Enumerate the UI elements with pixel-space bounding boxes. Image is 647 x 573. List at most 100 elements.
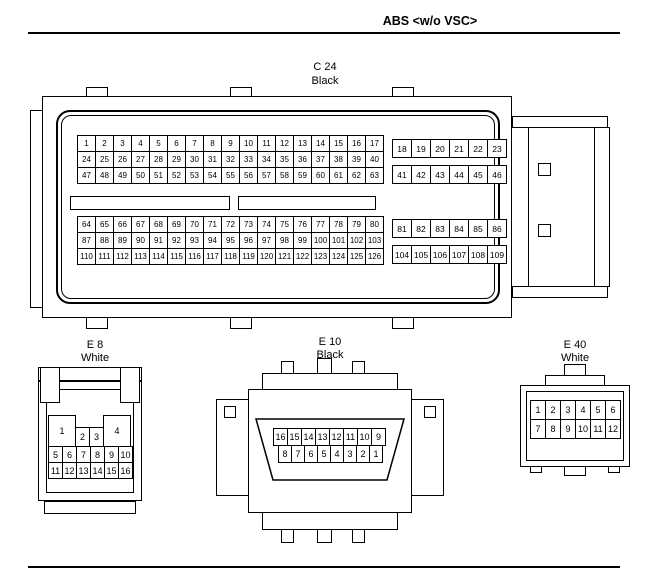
pin-122: 122 — [293, 248, 312, 265]
pin-54: 54 — [203, 167, 222, 184]
e8-right-wing — [120, 367, 140, 403]
pin-3: 3 — [343, 445, 357, 463]
pin-92: 92 — [167, 232, 186, 249]
pin-120: 120 — [257, 248, 276, 265]
pin-49: 49 — [113, 167, 132, 184]
pin-28: 28 — [149, 151, 168, 168]
pin-57: 57 — [257, 167, 276, 184]
pin-40: 40 — [365, 151, 384, 168]
pin-9: 9 — [371, 428, 386, 446]
pin-116: 116 — [185, 248, 204, 265]
e10-top-cap — [262, 373, 398, 390]
pin-1: 1 — [369, 445, 383, 463]
pin-81: 81 — [392, 219, 412, 238]
pin-16: 16 — [347, 135, 366, 152]
footer-rule — [28, 566, 620, 568]
pin-2: 2 — [75, 427, 90, 447]
e10-right-lock-square — [424, 406, 436, 418]
pin-9: 9 — [104, 446, 119, 463]
e10-top-tab — [317, 358, 332, 374]
pin-24: 24 — [77, 151, 96, 168]
pin-47: 47 — [77, 167, 96, 184]
pin-5: 5 — [590, 400, 606, 420]
pin-3: 3 — [560, 400, 576, 420]
pin-11: 11 — [48, 462, 63, 479]
pin-99: 99 — [293, 232, 312, 249]
pin-112: 112 — [113, 248, 132, 265]
pin-87: 87 — [77, 232, 96, 249]
pin-74: 74 — [257, 216, 276, 233]
pin-86: 86 — [487, 219, 507, 238]
pin-3: 3 — [89, 427, 104, 447]
pin-14: 14 — [311, 135, 330, 152]
pin-16: 16 — [273, 428, 288, 446]
pin-123: 123 — [311, 248, 330, 265]
e8-bottom-base — [44, 501, 136, 514]
pin-45: 45 — [468, 165, 488, 184]
pin-114: 114 — [149, 248, 168, 265]
c24-key-slot — [70, 196, 230, 210]
pin-89: 89 — [113, 232, 132, 249]
pin-4: 4 — [131, 135, 150, 152]
pin-95: 95 — [221, 232, 240, 249]
pin-38: 38 — [329, 151, 348, 168]
pin-65: 65 — [95, 216, 114, 233]
pin-17: 17 — [365, 135, 384, 152]
pin-15: 15 — [104, 462, 119, 479]
e40-color-label: White — [560, 352, 590, 364]
pin-51: 51 — [149, 167, 168, 184]
c24-rear-inner-line — [594, 128, 595, 286]
pin-8: 8 — [90, 446, 105, 463]
pin-2: 2 — [356, 445, 370, 463]
pin-16: 16 — [118, 462, 133, 479]
pin-83: 83 — [430, 219, 450, 238]
pin-19: 19 — [411, 139, 431, 158]
pin-85: 85 — [468, 219, 488, 238]
pin-10: 10 — [118, 446, 133, 463]
pin-8: 8 — [278, 445, 292, 463]
pin-10: 10 — [357, 428, 372, 446]
pin-48: 48 — [95, 167, 114, 184]
pin-73: 73 — [239, 216, 258, 233]
pin-23: 23 — [487, 139, 507, 158]
pin-50: 50 — [131, 167, 150, 184]
pin-37: 37 — [311, 151, 330, 168]
pin-115: 115 — [167, 248, 186, 265]
e10-bottom-cap — [262, 512, 398, 530]
pin-80: 80 — [365, 216, 384, 233]
pin-12: 12 — [275, 135, 294, 152]
pin-43: 43 — [430, 165, 450, 184]
pin-76: 76 — [293, 216, 312, 233]
pin-88: 88 — [95, 232, 114, 249]
pin-15: 15 — [329, 135, 348, 152]
pin-107: 107 — [449, 245, 469, 264]
pin-44: 44 — [449, 165, 469, 184]
pin-2: 2 — [95, 135, 114, 152]
pin-6: 6 — [304, 445, 318, 463]
pin-36: 36 — [293, 151, 312, 168]
pin-39: 39 — [347, 151, 366, 168]
pin-69: 69 — [167, 216, 186, 233]
pin-13: 13 — [76, 462, 91, 479]
pin-29: 29 — [167, 151, 186, 168]
pin-102: 102 — [347, 232, 366, 249]
pin-121: 121 — [275, 248, 294, 265]
pin-6: 6 — [62, 446, 77, 463]
pin-11: 11 — [590, 419, 606, 439]
pin-110: 110 — [77, 248, 96, 265]
pin-14: 14 — [90, 462, 105, 479]
pin-5: 5 — [149, 135, 168, 152]
